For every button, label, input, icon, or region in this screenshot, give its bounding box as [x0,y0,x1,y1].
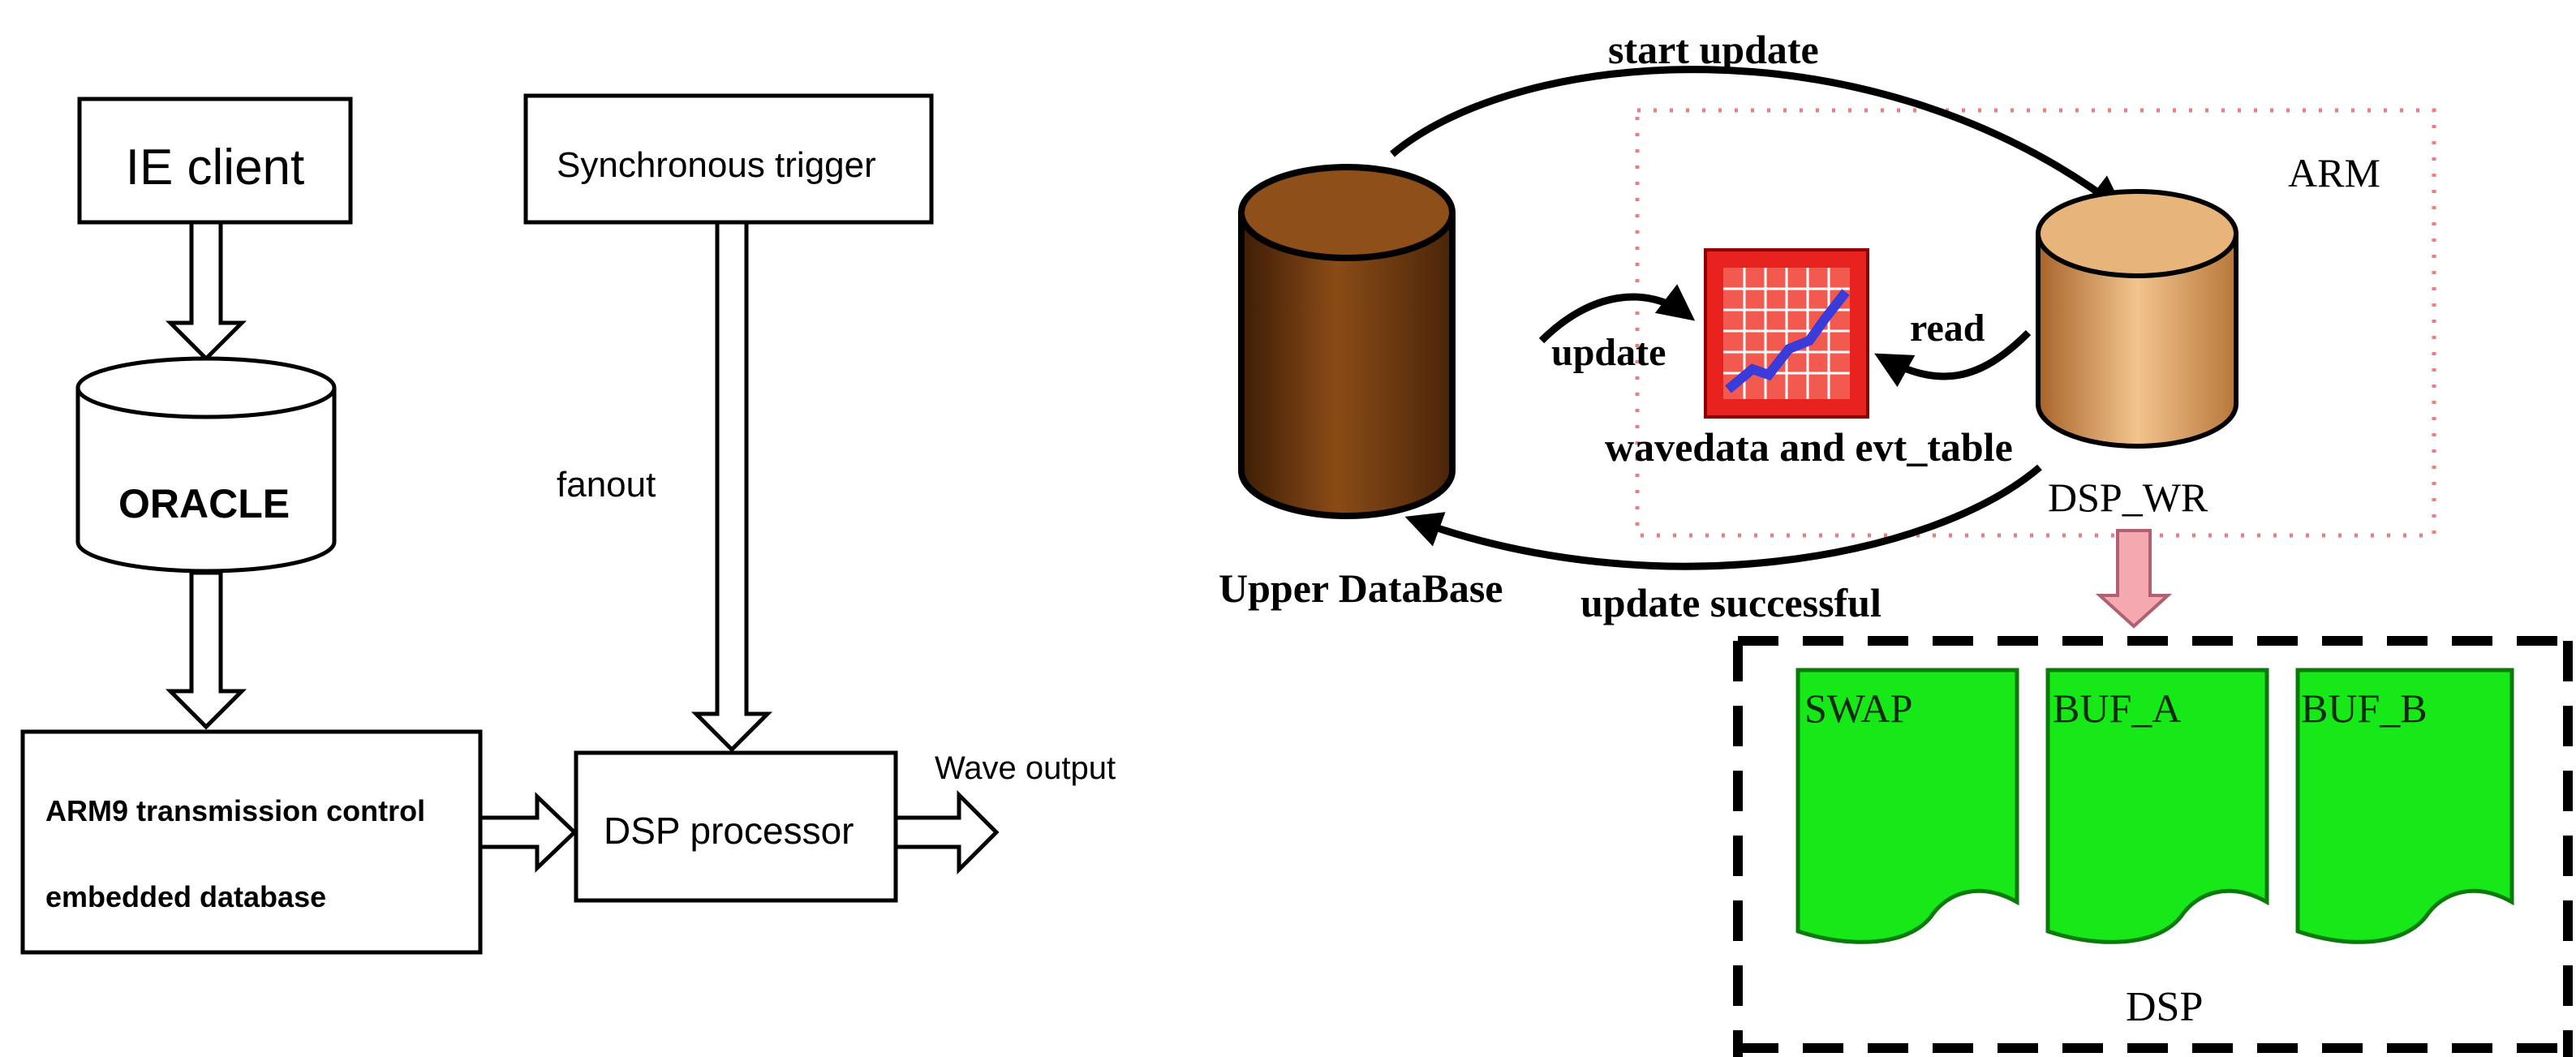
dsp-region-border [1733,636,2573,1057]
upper-database-label: Upper DataBase [1219,565,1503,611]
arm-region-border [1635,108,2436,538]
oracle-cylinder [75,356,337,574]
upper-database-cylinder [1238,164,1456,519]
read-arrow [1874,329,2032,388]
update-successful-arrow [1404,464,2042,570]
dsp-processor-label: DSP processor [604,810,854,852]
buf-b-label: BUF_B [2301,685,2428,731]
right-diagram: ARM start update Upper DataBase update w… [1219,27,2573,1057]
arm9-box [20,729,483,955]
oracle-label: ORACLE [118,481,290,526]
wave-output-label: Wave output [935,750,1116,786]
ie-client-box [77,97,353,225]
arm9-label-line1: ARM9 transmission control [45,794,425,827]
buf-a-shape [2045,668,2269,944]
ie-client-label: IE client [126,140,305,196]
pink-down-arrow [2095,529,2173,629]
buf-a-label: BUF_A [2053,685,2181,731]
swap-buffer-shape [1795,668,2019,944]
hollow-arrow-trigger-to-dsp [690,220,773,753]
swap-label: SWAP [1804,685,1912,731]
sync-trigger-box [523,93,934,225]
dsp-processor-box [574,750,898,903]
dsp-wr-cylinder [2036,189,2238,449]
dsp-wr-label: DSP_WR [2048,475,2208,520]
dsp-label: DSP [2126,984,2203,1030]
update-arrow [1538,284,1696,344]
fanout-label: fanout [557,465,656,505]
update-successful-label: update successful [1580,580,1881,625]
sync-trigger-label: Synchronous trigger [557,145,876,185]
hollow-arrow-oracle-to-arm9 [165,570,247,730]
hollow-arrow-wave-output [893,789,1000,875]
start-update-arrow [1390,66,2126,213]
hollow-arrow-arm9-to-dsp [478,792,578,873]
buf-b-shape [2295,668,2514,944]
wavedata-label: wavedata and evt_table [1605,424,2013,470]
start-update-label: start update [1608,27,1819,72]
left-diagram: IE client ORACLE ARM9 transmission contr… [20,93,1116,955]
update-label: update [1551,331,1666,374]
arm9-label-line2: embedded database [45,880,326,913]
hollow-arrow-ie-to-oracle [165,220,247,362]
read-label: read [1910,307,1985,350]
wavedata-chart-icon [1704,248,1869,419]
arm-label: ARM [2288,150,2380,196]
